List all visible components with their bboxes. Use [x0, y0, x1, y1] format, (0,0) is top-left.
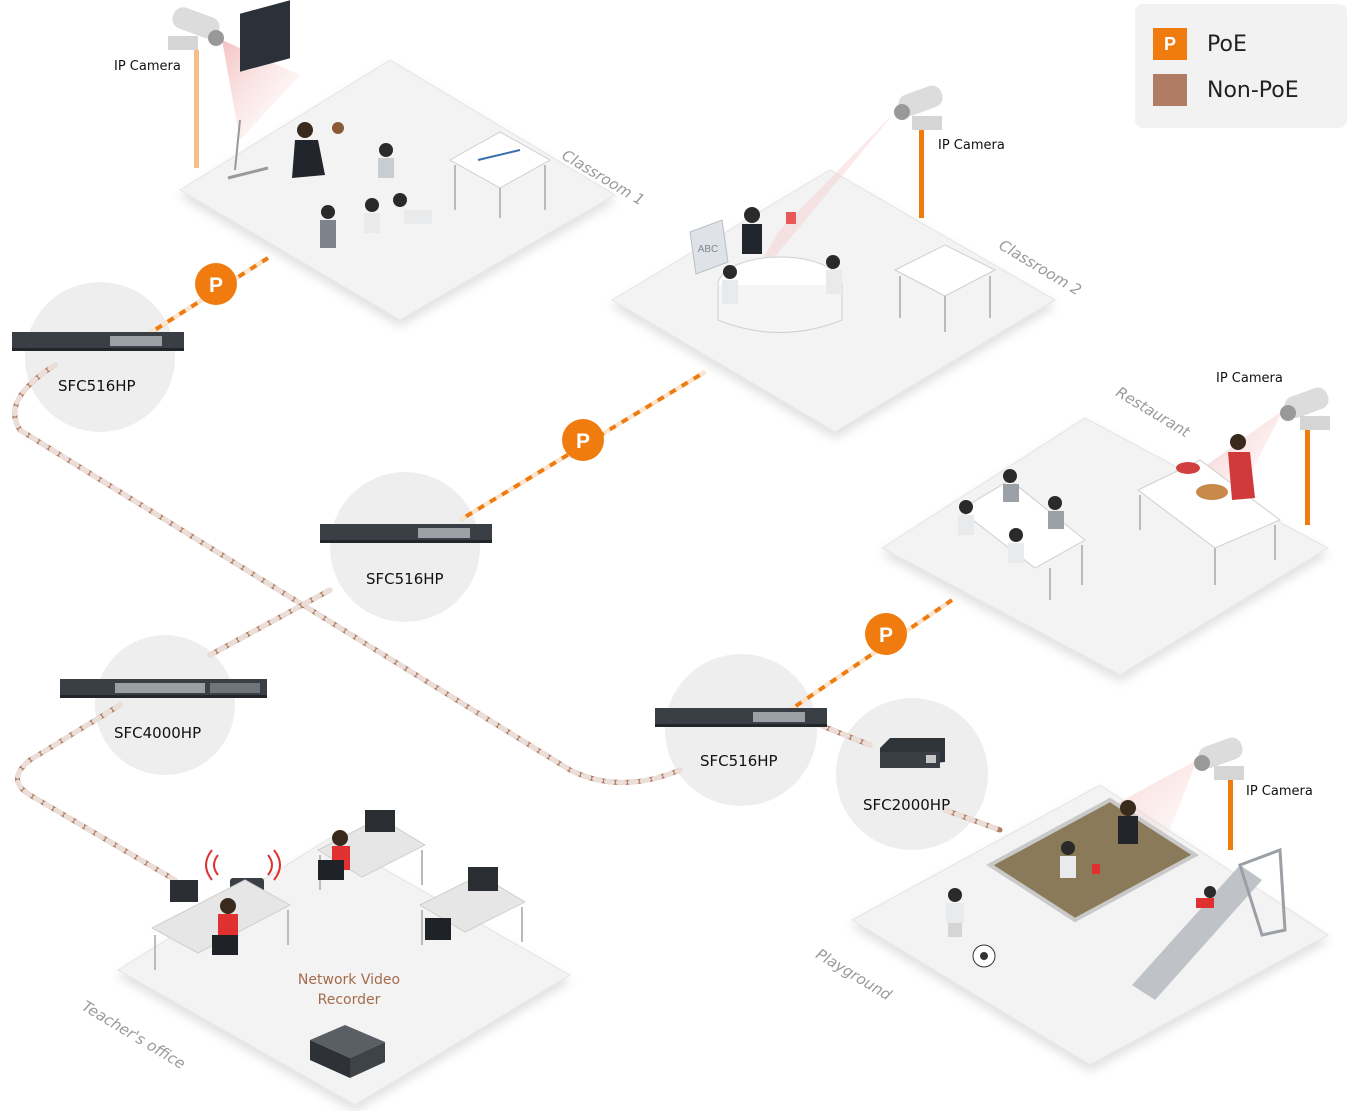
svg-text:P: P	[209, 274, 223, 297]
nvr-label-line-1: Network Video	[297, 972, 401, 988]
platform-classroom-1	[179, 59, 616, 321]
slide	[1132, 847, 1287, 1000]
nvr-label: Network Video Recorder	[279, 970, 419, 1010]
poe-badge-3: P	[865, 613, 907, 655]
office-desk-3	[418, 867, 527, 945]
ip-camera-icon-1	[168, 7, 224, 168]
switch-halo-2	[330, 472, 480, 622]
platform-restaurant	[881, 417, 1330, 676]
table-classroom-1	[448, 131, 552, 218]
legend-poe-label: PoE	[1207, 31, 1247, 57]
switch-halo-4	[665, 654, 817, 806]
legend-item-poe: P PoE	[1153, 28, 1247, 60]
non-poe-cables	[12, 362, 1003, 883]
chef-figure	[1228, 434, 1255, 500]
legend-non-poe-swatch	[1153, 74, 1187, 106]
platform-playground	[850, 784, 1329, 1066]
poe-badge-2: P	[562, 419, 604, 461]
camera-label-4: IP Camera	[1246, 784, 1313, 799]
camera-label-2: IP Camera	[938, 138, 1005, 153]
legend: P PoE Non-PoE	[1135, 4, 1347, 128]
ip-camera-icon-2	[894, 85, 943, 218]
switch-device-1	[12, 332, 184, 351]
camera-label-3: IP Camera	[1216, 371, 1283, 386]
sandbox	[986, 797, 1199, 923]
network-video-recorder-device	[310, 1025, 385, 1078]
office-desk-2	[316, 810, 427, 890]
teacher-figure	[292, 122, 344, 178]
legend-poe-swatch: P	[1153, 28, 1187, 60]
svg-text:P: P	[576, 430, 590, 453]
running-child	[946, 888, 964, 937]
svg-text:ABC: ABC	[698, 244, 719, 255]
switch-label-3: SFC4000HP	[114, 724, 202, 742]
svg-text:P: P	[879, 624, 893, 647]
switch-label-2: SFC516HP	[366, 570, 444, 588]
ip-camera-icon-4	[1194, 737, 1244, 850]
diners-group	[958, 469, 1064, 563]
office-desk-1	[150, 879, 292, 970]
camera-label-1: IP Camera	[114, 59, 181, 74]
switch-halo-1	[25, 282, 175, 432]
switch-halo-3	[95, 635, 235, 775]
legend-item-non-poe: Non-PoE	[1153, 74, 1299, 106]
nvr-label-line-2: Recorder	[317, 992, 381, 1008]
switch-device-3	[60, 679, 267, 698]
switch-label-5: SFC2000HP	[863, 796, 951, 814]
ip-camera-icon-3	[1280, 387, 1330, 525]
switch-label-4: SFC516HP	[700, 752, 778, 770]
switch-device-4	[655, 708, 827, 727]
blackboard	[227, 0, 290, 180]
poe-badge-1: P	[195, 263, 237, 305]
soccer-ball-icon	[972, 944, 996, 968]
abc-easel: ABC	[689, 219, 729, 275]
serving-table	[1137, 459, 1281, 585]
switch-device-2	[320, 524, 492, 543]
round-table	[717, 256, 843, 333]
legend-non-poe-label: Non-PoE	[1207, 77, 1299, 103]
switch-halo-5	[836, 698, 988, 850]
table-classroom-2	[893, 244, 997, 332]
wifi-signal-icon	[205, 849, 281, 881]
children-group-2	[722, 207, 842, 304]
children-group-1	[320, 143, 432, 248]
switch-label-1: SFC516HP	[58, 377, 136, 395]
switch-device-5	[880, 738, 945, 768]
